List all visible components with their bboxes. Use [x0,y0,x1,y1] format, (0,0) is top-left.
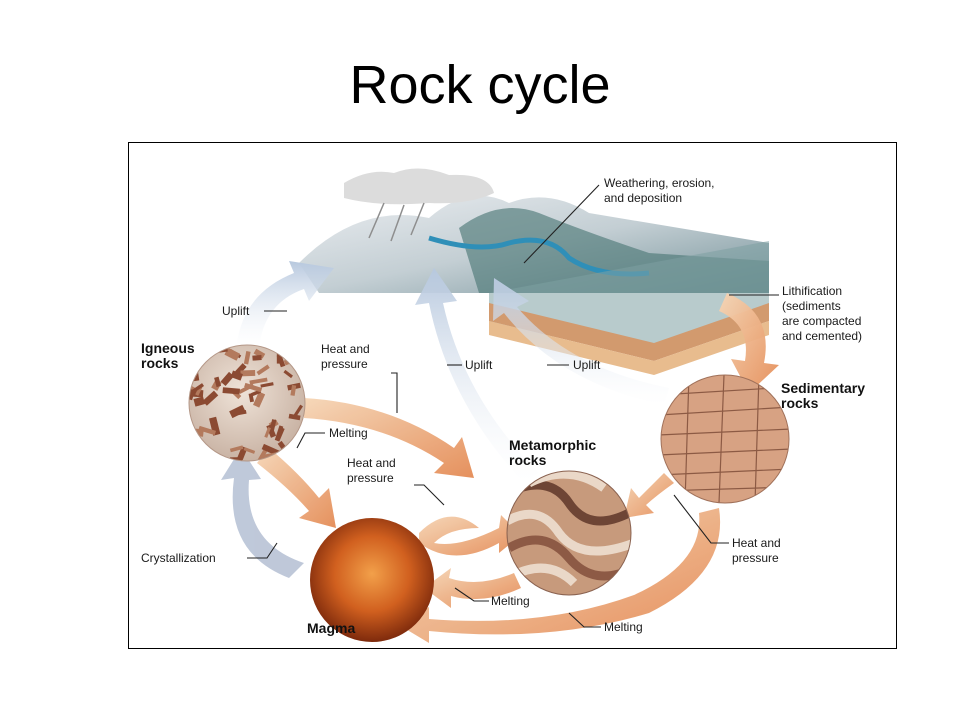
crystal-speck [229,445,244,453]
crystal-speck [224,347,241,361]
sedimentary-rock-circle [660,374,790,504]
crystal-speck [193,396,206,407]
process-arrows [221,293,779,643]
label-weathering: Weathering, erosion,and deposition [604,176,715,205]
label-uplift-igneous: Uplift [222,304,250,318]
crystal-speck [243,447,256,454]
crystal-speck [189,398,190,407]
crystal-speck [193,345,209,349]
crystal-speck [288,413,301,421]
metamorphic-rock-circle [506,470,632,596]
crystal-speck [256,364,270,376]
label-uplift-metamorphic: Uplift [465,358,493,372]
crystal-speck [189,452,199,459]
rock-cycle-svg: Weathering, erosion,and deposition Lithi… [141,168,865,643]
crystal-speck [229,404,246,419]
label-melting-metamorphic: Melting [491,594,530,608]
crystal-speck [189,365,199,373]
crystal-speck [264,427,271,438]
magma-circle [310,518,434,642]
crystal-speck [220,371,235,387]
label-melting-sedimentary: Melting [604,620,643,634]
crystal-speck [252,355,262,361]
crystal-speck [274,425,284,442]
crystal-speck [198,425,217,436]
label-melting-igneous: Melting [329,426,368,440]
label-leader-lines [247,184,779,628]
crystal-speck [202,390,219,406]
crystal-speck [197,352,203,365]
crystal-speck [260,382,274,388]
crystal-speck [195,385,203,396]
crystal-speck [276,352,282,364]
crystal-speck [244,382,263,393]
crystal-speck [290,384,297,396]
rock-cycle-diagram: Weathering, erosion,and deposition Lithi… [128,142,897,649]
label-uplift-sedimentary: Uplift [573,358,601,372]
crystal-speck [189,425,191,440]
crystal-speck [189,373,196,381]
igneous-rock-circle [188,344,306,462]
crystal-speck [192,365,200,382]
uplift-arrows [237,261,669,483]
crystal-speck [253,391,266,408]
crystal-speck [189,432,193,445]
crystal-speck [283,369,293,379]
crystal-speck [192,383,205,393]
label-magma: Magma [307,620,355,636]
crystal-speck [240,369,256,377]
landscape-illustration [299,168,769,375]
crystal-speck [253,348,266,359]
crystal-speck [230,370,243,381]
crystal-speck [243,351,251,365]
page-title: Rock cycle [349,55,611,115]
crystal-speck [293,404,303,417]
labels: Weathering, erosion,and deposition Lithi… [141,176,865,636]
crystal-speck [235,363,247,375]
crystal-speck [214,376,222,388]
label-crystallization: Crystallization [141,551,216,565]
crystal-speck [249,377,268,385]
crystal-speck [189,446,202,460]
crystal-speck [209,416,221,436]
crystal-speck [222,387,240,395]
